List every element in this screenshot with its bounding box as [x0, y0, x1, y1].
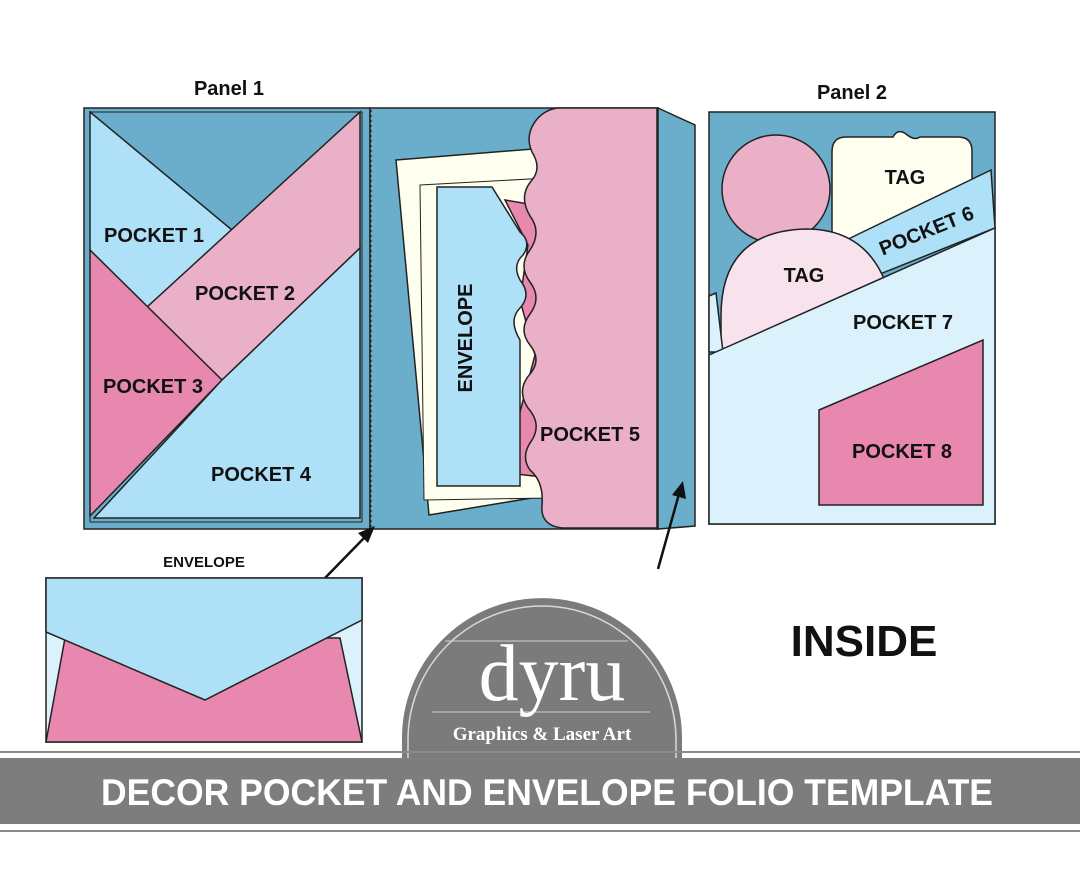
- envelope-arrow-head: [358, 526, 375, 543]
- pocket-1-label: POCKET 1: [104, 225, 204, 247]
- panel-1-title: Panel 1: [194, 78, 264, 100]
- envelope-caption: ENVELOPE: [163, 554, 245, 571]
- pocket-4-shape: [92, 246, 361, 519]
- logo-wordmark: dyru: [479, 630, 626, 718]
- envelope-flap: [45, 577, 363, 701]
- panel-2-title: Panel 2: [817, 82, 887, 104]
- brand-logo: dyru Graphics & Laser Art: [398, 594, 686, 762]
- circle-tag-shape: [721, 134, 831, 244]
- pocket-8-label: POCKET 8: [852, 441, 952, 463]
- pocket-4-label: POCKET 4: [211, 464, 312, 486]
- middle-panel: [369, 106, 696, 530]
- logo-tagline: Graphics & Laser Art: [453, 724, 632, 745]
- envelope-arrow-line: [324, 535, 367, 579]
- logo-badge: [398, 594, 686, 762]
- pocket-3-shape: [89, 248, 224, 518]
- logo-ring: [407, 605, 677, 760]
- arrows: [324, 481, 686, 579]
- pocket-5-shape: [521, 107, 658, 529]
- pocket-5-label: POCKET 5: [540, 424, 640, 446]
- flap-arrow-head: [672, 481, 686, 499]
- panel-1: [83, 107, 371, 530]
- banner-title: DECOR POCKET AND ENVELOPE FOLIO TEMPLATE: [101, 772, 993, 813]
- tag-round-label: TAG: [784, 265, 825, 287]
- title-banner: DECOR POCKET AND ENVELOPE FOLIO TEMPLATE: [0, 751, 1080, 832]
- pocket-2-label: POCKET 2: [195, 283, 295, 305]
- banner-bar: [0, 758, 1080, 824]
- panel-2: [708, 111, 996, 525]
- pocket-8-shape: [818, 338, 984, 506]
- envelope-diagram: [45, 577, 363, 743]
- pocket-7-label: POCKET 7: [853, 312, 953, 334]
- inner-envelope-shape: [436, 186, 528, 487]
- inside-label: INSIDE: [791, 617, 938, 666]
- pocket-3-label: POCKET 3: [103, 376, 203, 398]
- flap-arrow-line: [656, 493, 681, 570]
- inner-envelope-label: ENVELOPE: [455, 284, 477, 393]
- tag-top-label: TAG: [885, 167, 926, 189]
- side-flap: [657, 106, 696, 530]
